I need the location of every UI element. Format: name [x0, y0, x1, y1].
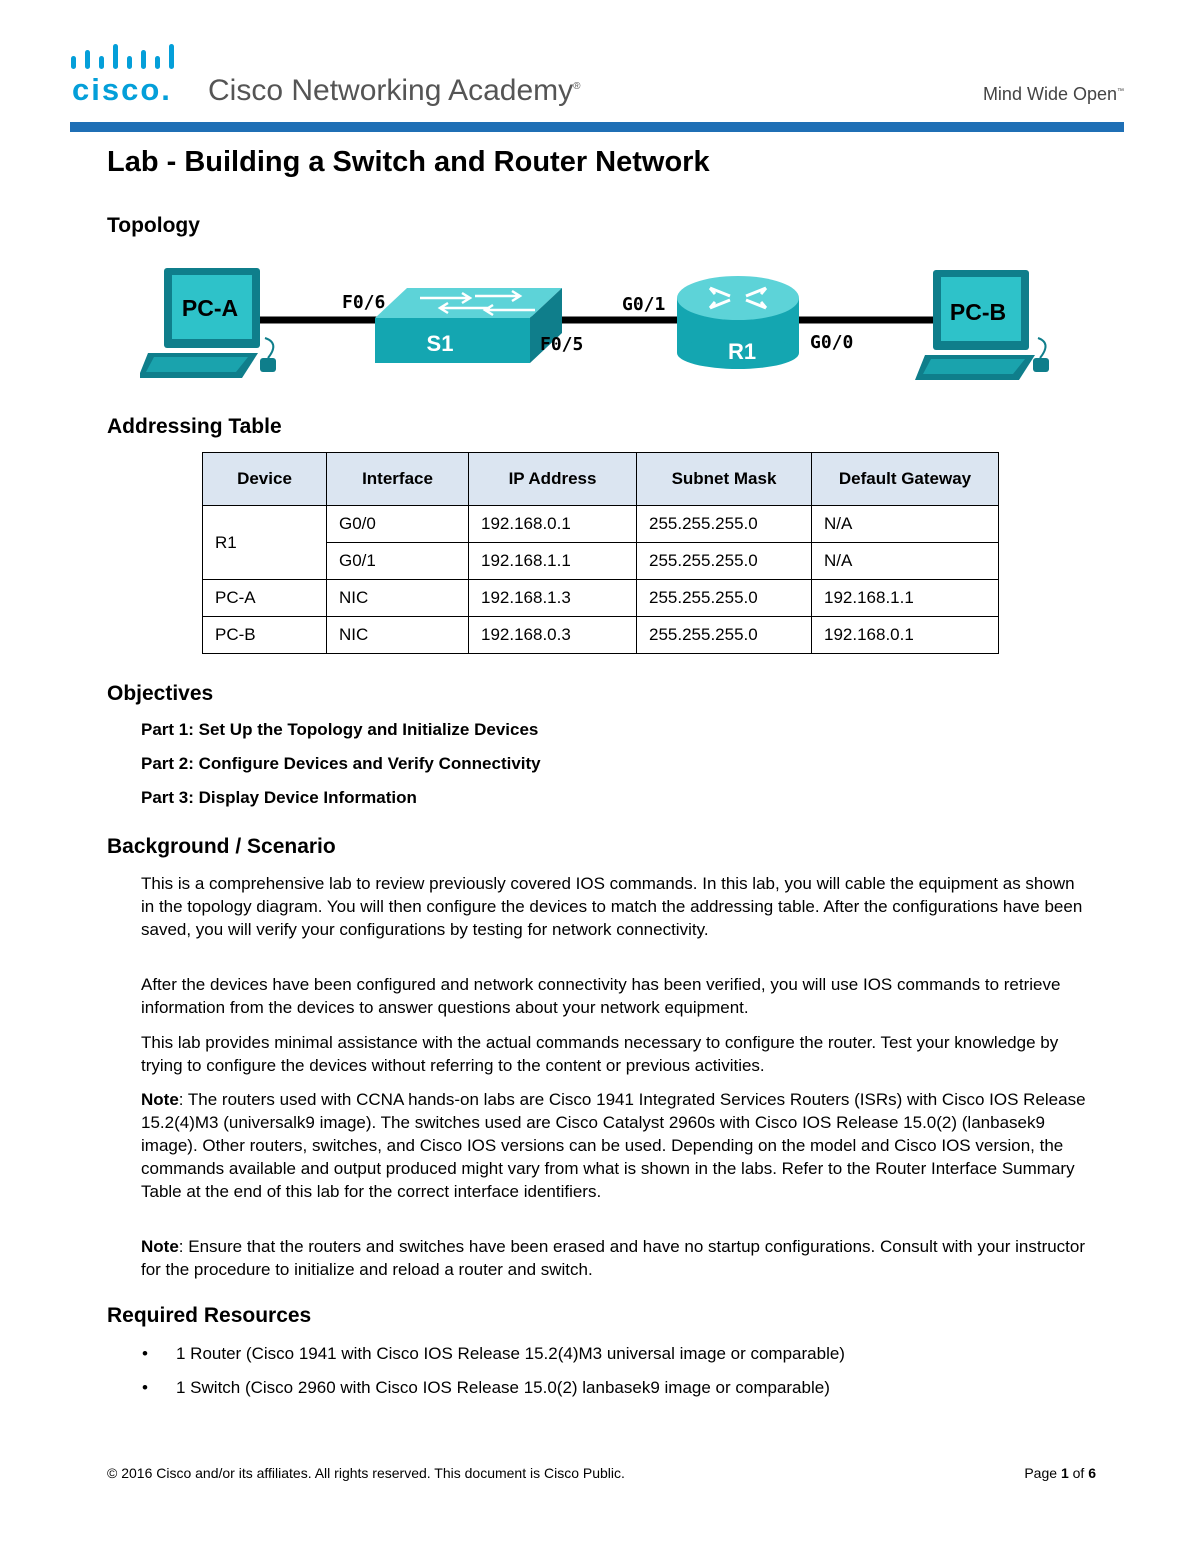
tagline: Mind Wide Open™	[982, 84, 1124, 104]
table-row: G0/1 192.168.1.1 255.255.255.0 N/A	[203, 542, 999, 580]
background-paragraph-2: After the devices have been configured a…	[141, 975, 1061, 1017]
addressing-heading: Addressing Table	[107, 415, 282, 438]
objective-part-3: Part 3: Display Device Information	[141, 788, 417, 807]
table-cell: G0/0	[326, 505, 469, 543]
port-label: F0/5	[540, 334, 583, 355]
resources-list: •1 Router (Cisco 1941 with Cisco IOS Rel…	[141, 1341, 845, 1409]
port-label: G0/0	[810, 332, 853, 353]
objective-part-2: Part 2: Configure Devices and Verify Con…	[141, 754, 541, 773]
device-label-pc-a: PC-A	[182, 295, 238, 321]
table-cell: R1	[202, 505, 327, 580]
table-cell: NIC	[326, 616, 469, 654]
cisco-bridge-icon	[71, 44, 174, 69]
objective-part-1: Part 1: Set Up the Topology and Initiali…	[141, 720, 539, 739]
table-cell: 192.168.0.3	[468, 616, 637, 654]
table-cell: 192.168.0.1	[811, 616, 999, 654]
background-heading: Background / Scenario	[107, 835, 336, 858]
document-title: Lab - Building a Switch and Router Netwo…	[107, 146, 710, 178]
device-label-pc-b: PC-B	[950, 299, 1006, 325]
table-header-row: Device Interface IP Address Subnet Mask …	[202, 452, 999, 506]
table-cell: 255.255.255.0	[636, 579, 812, 617]
table-row: R1 G0/0 192.168.0.1 255.255.255.0 N/A	[202, 505, 999, 580]
column-header: Interface	[326, 452, 469, 506]
topology-diagram: PC-A S1 R1 PC-B F0/6 F0/5 G0/1 G0/0	[140, 268, 1049, 380]
resources-heading: Required Resources	[107, 1304, 312, 1327]
column-header: Default Gateway	[811, 452, 999, 506]
table-cell: G0/1	[326, 542, 469, 580]
bullet-icon: •	[142, 1344, 148, 1363]
table-cell: 255.255.255.0	[636, 616, 812, 654]
device-label-r1: R1	[728, 339, 756, 364]
addressing-table: Device Interface IP Address Subnet Mask …	[202, 452, 999, 654]
background-paragraph-1: This is a comprehensive lab to review pr…	[141, 874, 1083, 939]
header-divider	[70, 122, 1124, 132]
bullet-icon: •	[142, 1378, 148, 1397]
table-cell: 255.255.255.0	[636, 505, 812, 543]
router-icon	[677, 276, 799, 369]
table-cell: 192.168.1.1	[468, 542, 637, 580]
table-row: PC-A NIC 192.168.1.3 255.255.255.0 192.1…	[202, 579, 999, 617]
page-number: Page 1 of 6	[1024, 1465, 1096, 1481]
list-item: •1 Router (Cisco 1941 with Cisco IOS Rel…	[141, 1341, 845, 1375]
table-cell: PC-B	[202, 616, 327, 654]
table-row: PC-B NIC 192.168.0.3 255.255.255.0 192.1…	[202, 616, 999, 654]
port-label: F0/6	[342, 292, 385, 313]
table-cell: 192.168.1.3	[468, 579, 637, 617]
footer-copyright: © 2016 Cisco and/or its affiliates. All …	[107, 1465, 625, 1481]
academy-name: Cisco Networking Academy®	[208, 74, 581, 107]
column-header: IP Address	[468, 452, 637, 506]
table-cell: N/A	[811, 542, 999, 580]
cisco-logo-text: cisco.	[72, 72, 172, 107]
column-header: Device	[202, 452, 327, 506]
objectives-heading: Objectives	[107, 682, 214, 705]
table-cell: PC-A	[202, 579, 327, 617]
table-cell: NIC	[326, 579, 469, 617]
port-label: G0/1	[622, 294, 665, 315]
list-item: •1 Switch (Cisco 2960 with Cisco IOS Rel…	[141, 1375, 845, 1409]
column-header: Subnet Mask	[636, 452, 812, 506]
table-cell: 192.168.1.1	[811, 579, 999, 617]
device-label-s1: S1	[427, 331, 454, 356]
page-header: cisco. Cisco Networking Academy® Mind Wi…	[70, 44, 1124, 134]
note-label: Note	[141, 1237, 179, 1256]
table-cell: 192.168.0.1	[468, 505, 637, 543]
pc-icon	[140, 268, 276, 378]
note-paragraph-2: Note: Ensure that the routers and switch…	[141, 1237, 1086, 1279]
table-cell: 255.255.255.0	[636, 542, 812, 580]
note-label: Note	[141, 1090, 179, 1109]
pc-icon	[915, 270, 1049, 380]
table-cell: N/A	[811, 505, 999, 543]
note-paragraph-1: Note: The routers used with CCNA hands-o…	[141, 1090, 1086, 1201]
background-paragraph-3: This lab provides minimal assistance wit…	[141, 1033, 1059, 1075]
switch-icon	[375, 288, 562, 363]
topology-heading: Topology	[107, 214, 200, 237]
